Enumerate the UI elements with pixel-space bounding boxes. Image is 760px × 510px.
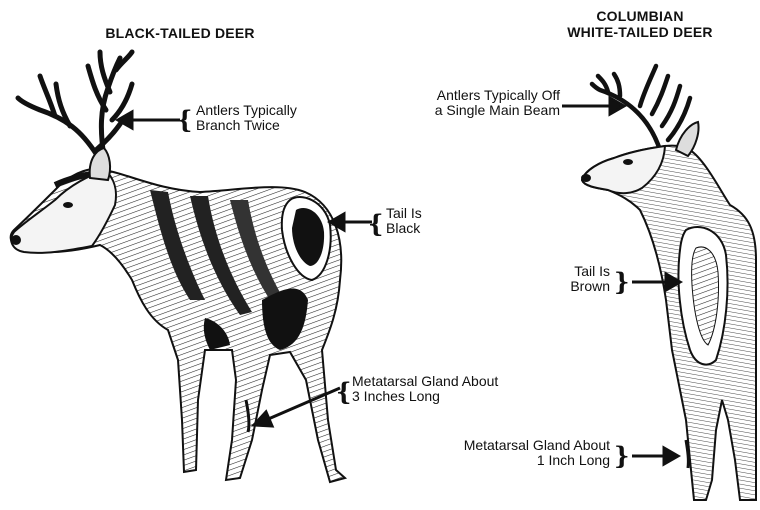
columbian-deer-title-line2: WHITE-TAILED DEER xyxy=(530,24,750,40)
brace-bt-tail: { xyxy=(368,209,383,238)
label-bt-gland: Metatarsal Gland About 3 Inches Long xyxy=(352,374,498,404)
brace-cw-tail: } xyxy=(614,267,629,296)
label-cw-antlers: Antlers Typically Off a Single Main Beam xyxy=(370,88,560,118)
arrow-cw-antlers xyxy=(562,98,624,114)
label-bt-tail: Tail Is Black xyxy=(386,206,422,236)
label-bt-antlers-line1: Antlers Typically xyxy=(196,103,297,118)
arrow-cw-gland xyxy=(632,448,678,464)
label-cw-gland: Metatarsal Gland About 1 Inch Long xyxy=(400,438,610,468)
label-bt-antlers: Antlers Typically Branch Twice xyxy=(196,103,297,133)
columbian-deer-title: COLUMBIAN WHITE-TAILED DEER xyxy=(530,8,750,40)
arrow-bt-antlers xyxy=(118,112,180,128)
label-cw-gland-line2: 1 Inch Long xyxy=(400,453,610,468)
arrow-cw-tail xyxy=(632,274,680,290)
label-cw-gland-line1: Metatarsal Gland About xyxy=(400,438,610,453)
label-bt-gland-line1: Metatarsal Gland About xyxy=(352,374,498,389)
black-tailed-deer-title: BLACK-TAILED DEER xyxy=(70,25,290,41)
columbian-antlers xyxy=(592,66,690,150)
label-bt-gland-line2: 3 Inches Long xyxy=(352,389,498,404)
label-cw-antlers-line2: a Single Main Beam xyxy=(370,103,560,118)
brace-cw-gland: } xyxy=(614,441,629,470)
columbian-deer-title-line1: COLUMBIAN xyxy=(530,8,750,24)
black-tailed-antlers xyxy=(18,52,132,160)
label-bt-antlers-line2: Branch Twice xyxy=(196,118,297,133)
label-bt-tail-line1: Tail Is xyxy=(386,206,422,221)
brace-bt-antlers: { xyxy=(177,105,192,134)
label-bt-tail-line2: Black xyxy=(386,221,422,236)
label-cw-tail-line2: Brown xyxy=(540,279,610,294)
label-cw-antlers-line1: Antlers Typically Off xyxy=(370,88,560,103)
label-cw-tail: Tail Is Brown xyxy=(540,264,610,294)
label-cw-tail-line1: Tail Is xyxy=(540,264,610,279)
brace-bt-gland: { xyxy=(336,377,351,406)
